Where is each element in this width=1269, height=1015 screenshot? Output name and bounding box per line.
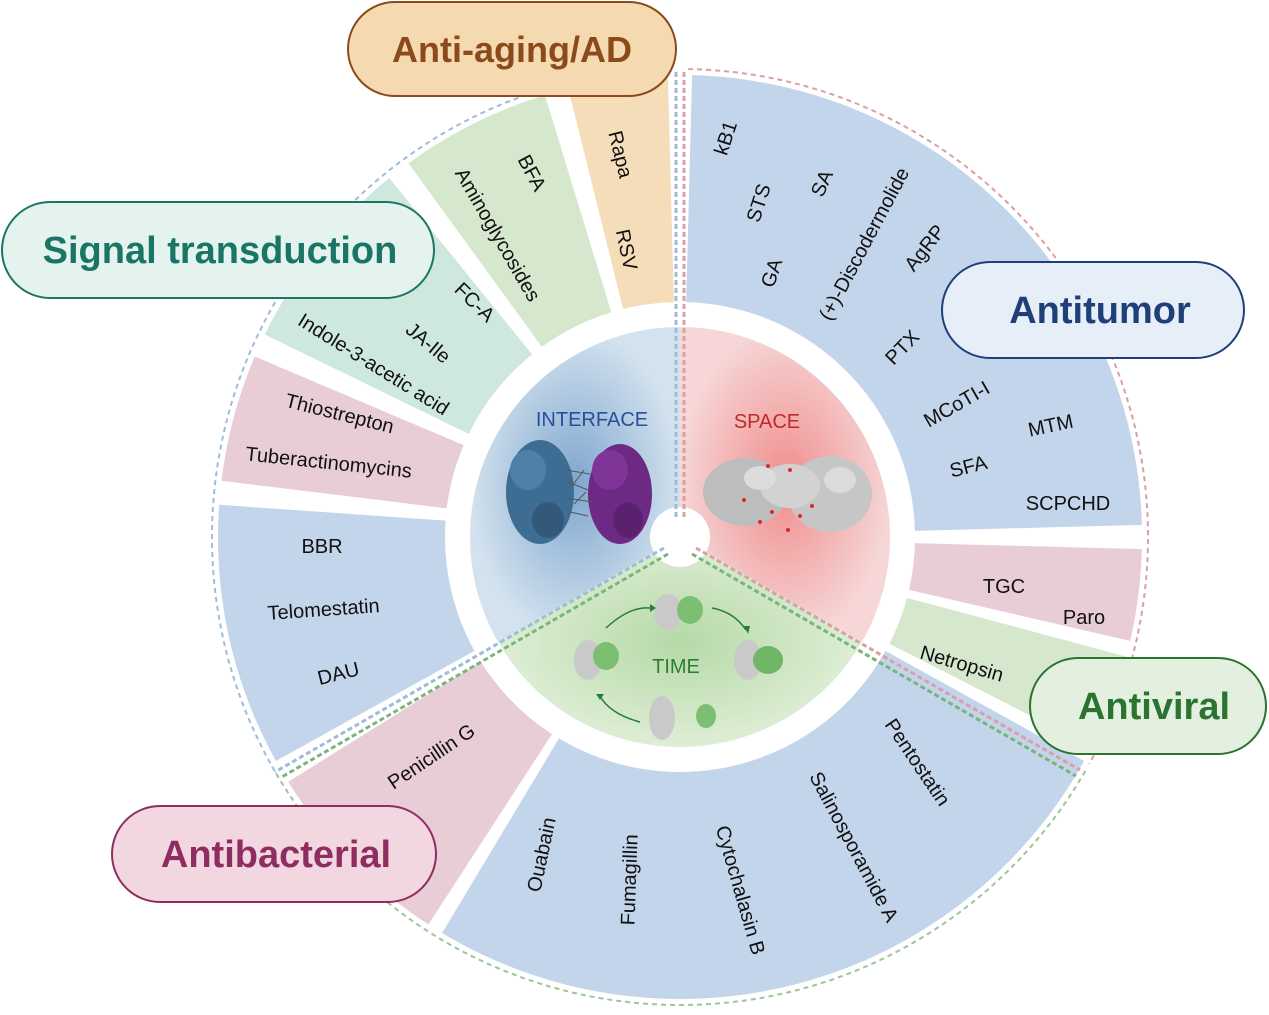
center-hub — [650, 507, 710, 567]
core-time-wedge — [498, 537, 862, 747]
sector-green-top — [408, 95, 612, 347]
category-antibacterial-pill: Antibacterial — [111, 805, 437, 903]
sector-antitumor-left — [218, 504, 475, 761]
divider-interface-time-a — [274, 546, 665, 774]
category-signal-transduction-label: Signal transduction — [43, 230, 398, 272]
divider-interface-time-b — [279, 552, 669, 780]
sector-antibacterial-left — [221, 356, 464, 509]
divider-space-time-b — [691, 552, 1077, 778]
category-antitumor-label: Antitumor — [1009, 290, 1191, 332]
label-tgc: TGC — [983, 576, 1025, 598]
interface-label: INTERFACE — [536, 409, 648, 431]
sector-antitumor-bottom — [442, 650, 1085, 1000]
category-signal-transduction-pill: Signal transduction — [1, 201, 435, 299]
label-fumagillin: Fumagillin — [617, 834, 642, 926]
label-bbr: BBR — [301, 536, 342, 558]
category-anti-aging-label: Anti-aging/AD — [392, 29, 632, 70]
sector-antitumor-top — [686, 75, 1142, 531]
category-antitumor-pill: Antitumor — [941, 261, 1245, 359]
interface-protein-complex-image — [506, 440, 652, 544]
sector-antibacterial-right — [908, 543, 1142, 641]
category-antibacterial-label: Antibacterial — [161, 834, 391, 876]
space-protein-image — [703, 456, 872, 532]
sector-anti-aging-top — [568, 75, 674, 309]
label-scpchd: SCPCHD — [1026, 493, 1110, 515]
category-anti-aging-pill: Anti-aging/AD — [347, 1, 677, 97]
divider-space-time-a — [695, 546, 1081, 772]
category-antiviral-pill: Antiviral — [1029, 657, 1267, 755]
label-paro: Paro — [1063, 607, 1105, 629]
category-antiviral-label: Antiviral — [1078, 686, 1230, 728]
time-cycle-image — [574, 594, 783, 740]
space-label: SPACE — [734, 411, 800, 433]
time-label: TIME — [652, 656, 700, 678]
